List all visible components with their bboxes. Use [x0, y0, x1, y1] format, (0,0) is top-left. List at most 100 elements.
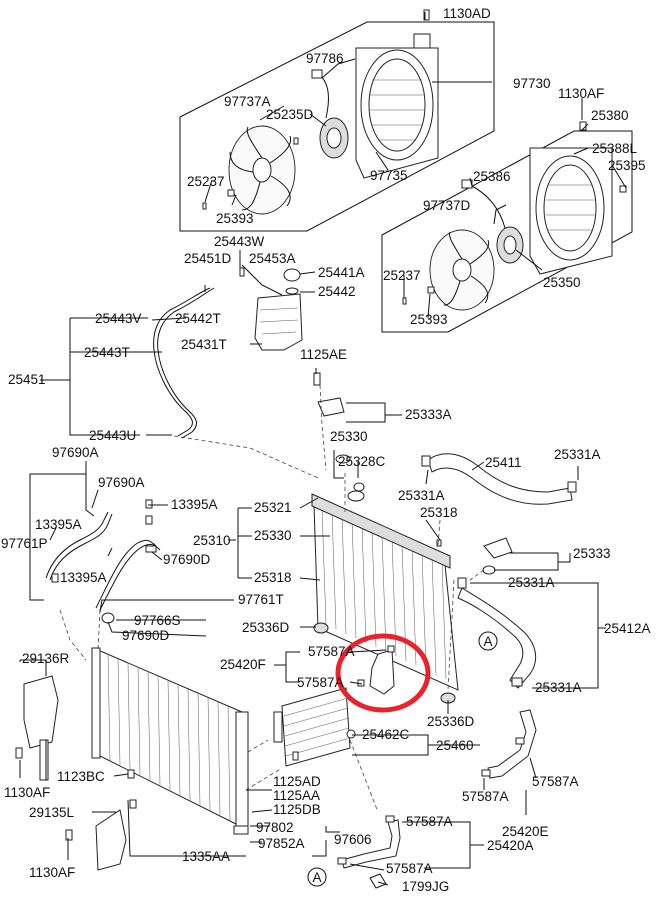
- upper-fan-assembly: [179, 9, 495, 232]
- part-label: 25420E: [502, 824, 549, 839]
- part-label: 25443U: [89, 428, 136, 443]
- lower-fan-bolt: [402, 297, 407, 305]
- part-label: 25318: [254, 570, 292, 585]
- part-label: 25395: [608, 158, 646, 173]
- reservoir-tank: [254, 293, 303, 351]
- part-label: 25237: [187, 174, 225, 189]
- upper-fan-shroud: [355, 33, 439, 179]
- hose-clamp-3: [457, 577, 467, 589]
- part-label: 97735: [370, 168, 408, 183]
- upper-fan-screw: [423, 9, 430, 21]
- upper-fan-motor: [311, 69, 349, 159]
- part-label: 97606: [334, 832, 372, 847]
- part-label: 97690A: [98, 475, 145, 490]
- condenser-bolt-4: [129, 799, 137, 809]
- radiator-mount-rubber: [482, 565, 496, 575]
- lower-fan-screw-2: [619, 185, 627, 193]
- reservoir-screw: [239, 267, 245, 277]
- part-label: 25442: [318, 284, 356, 299]
- condenser-side-tank: [91, 647, 101, 759]
- condenser-bolt-3: [65, 829, 73, 841]
- part-label: 1130AF: [558, 86, 604, 101]
- dashed-guides: [59, 384, 485, 813]
- upper-fan-bolt: [202, 202, 207, 210]
- ac-pipe-fitting-s: [101, 612, 115, 624]
- part-label: 57587A: [308, 644, 355, 659]
- part-label: 13395A: [171, 497, 218, 512]
- hose-clamp-4: [511, 677, 523, 687]
- part-label: 1123BC: [57, 769, 105, 784]
- part-label: 25442T: [175, 311, 221, 326]
- radiator-drain-bolt: [436, 539, 442, 547]
- condenser-air-guard-right: [23, 675, 59, 749]
- part-label: 57587A: [386, 861, 433, 876]
- condenser-air-guard-left: [95, 809, 127, 871]
- callout-a-hose: A: [307, 867, 327, 887]
- upper-radiator-hose: [427, 453, 573, 505]
- ac-pipe-fitting-d: [145, 545, 157, 553]
- part-label: 25443V: [95, 311, 142, 326]
- condenser-bolt-2: [127, 769, 135, 779]
- part-label: 25328C: [338, 454, 386, 469]
- radiator-cap-seal: [335, 454, 351, 464]
- oil-cooler-hose-clamp-a2: [337, 857, 347, 865]
- oil-cooler-hose-bracket: [369, 873, 387, 889]
- part-label: 97737A: [224, 94, 271, 109]
- oil-cooler-hose-clamp-a1: [385, 815, 395, 823]
- atf-hose: [369, 649, 395, 695]
- part-label: 1125AA: [273, 788, 320, 803]
- oil-cooler-fitting: [346, 729, 356, 739]
- oil-cooler-core: [281, 687, 351, 767]
- part-label: 25393: [410, 312, 448, 327]
- part-label: 25460: [436, 738, 474, 753]
- part-label: 1125AD: [273, 774, 321, 789]
- part-label: 97786: [306, 51, 344, 66]
- radiator-drain-plug: [353, 482, 365, 492]
- reservoir-cap: [283, 268, 301, 282]
- part-label: 57587A: [462, 789, 509, 804]
- part-label: 25330: [330, 429, 368, 444]
- part-label: 97737D: [423, 198, 471, 213]
- reservoir-seal: [285, 287, 299, 295]
- condenser-core: [97, 649, 245, 829]
- part-label: 25336D: [427, 714, 475, 729]
- part-label: 25330: [254, 528, 292, 543]
- lower-fan-blade: [429, 229, 495, 311]
- condenser-fins: [107, 653, 231, 821]
- part-label: 1799JG: [402, 879, 449, 894]
- part-label: 25350: [543, 275, 581, 290]
- oil-cooler-hose-e: [487, 709, 537, 779]
- ac-pipe-a: [45, 511, 109, 579]
- condenser-receiver-cap: [233, 825, 249, 835]
- part-label: 13395A: [60, 570, 107, 585]
- part-label: 25321: [254, 500, 292, 515]
- part-label: 25441A: [318, 265, 365, 280]
- part-label: 25393: [216, 211, 254, 226]
- radiator-bracket-right: [483, 537, 513, 559]
- part-label: 25336D: [242, 620, 290, 635]
- atf-hose-clip-1: [387, 645, 395, 653]
- part-label: 25453A: [249, 251, 296, 266]
- oil-cooler-bracket: [273, 711, 283, 743]
- lower-fan-shroud: [529, 147, 613, 275]
- reservoir-bracket-bolt: [313, 372, 321, 386]
- ac-pipes: [45, 499, 161, 624]
- callout-a-radiator: A: [478, 631, 498, 651]
- part-label: 57587A: [297, 675, 344, 690]
- part-label: 97766S: [134, 613, 181, 628]
- reservoir-assembly: [153, 267, 321, 439]
- part-label: 25331A: [554, 447, 601, 462]
- upper-fan-grommet: [293, 137, 299, 145]
- callout-a-text: A: [312, 870, 321, 885]
- part-label: 1125AE: [300, 347, 347, 362]
- part-label: 97761T: [238, 592, 284, 607]
- part-label: 1130AF: [29, 865, 75, 880]
- part-label: 29136R: [22, 651, 70, 666]
- part-label: 25462C: [362, 727, 410, 742]
- radiator-mount-cushion-upper: [313, 622, 329, 634]
- part-label: 25310: [193, 533, 231, 548]
- highlight-circle: [335, 633, 431, 713]
- part-label: 25411: [485, 455, 522, 470]
- ac-pipe-bolt-1: [145, 499, 153, 509]
- part-label: 1335AA: [182, 849, 230, 864]
